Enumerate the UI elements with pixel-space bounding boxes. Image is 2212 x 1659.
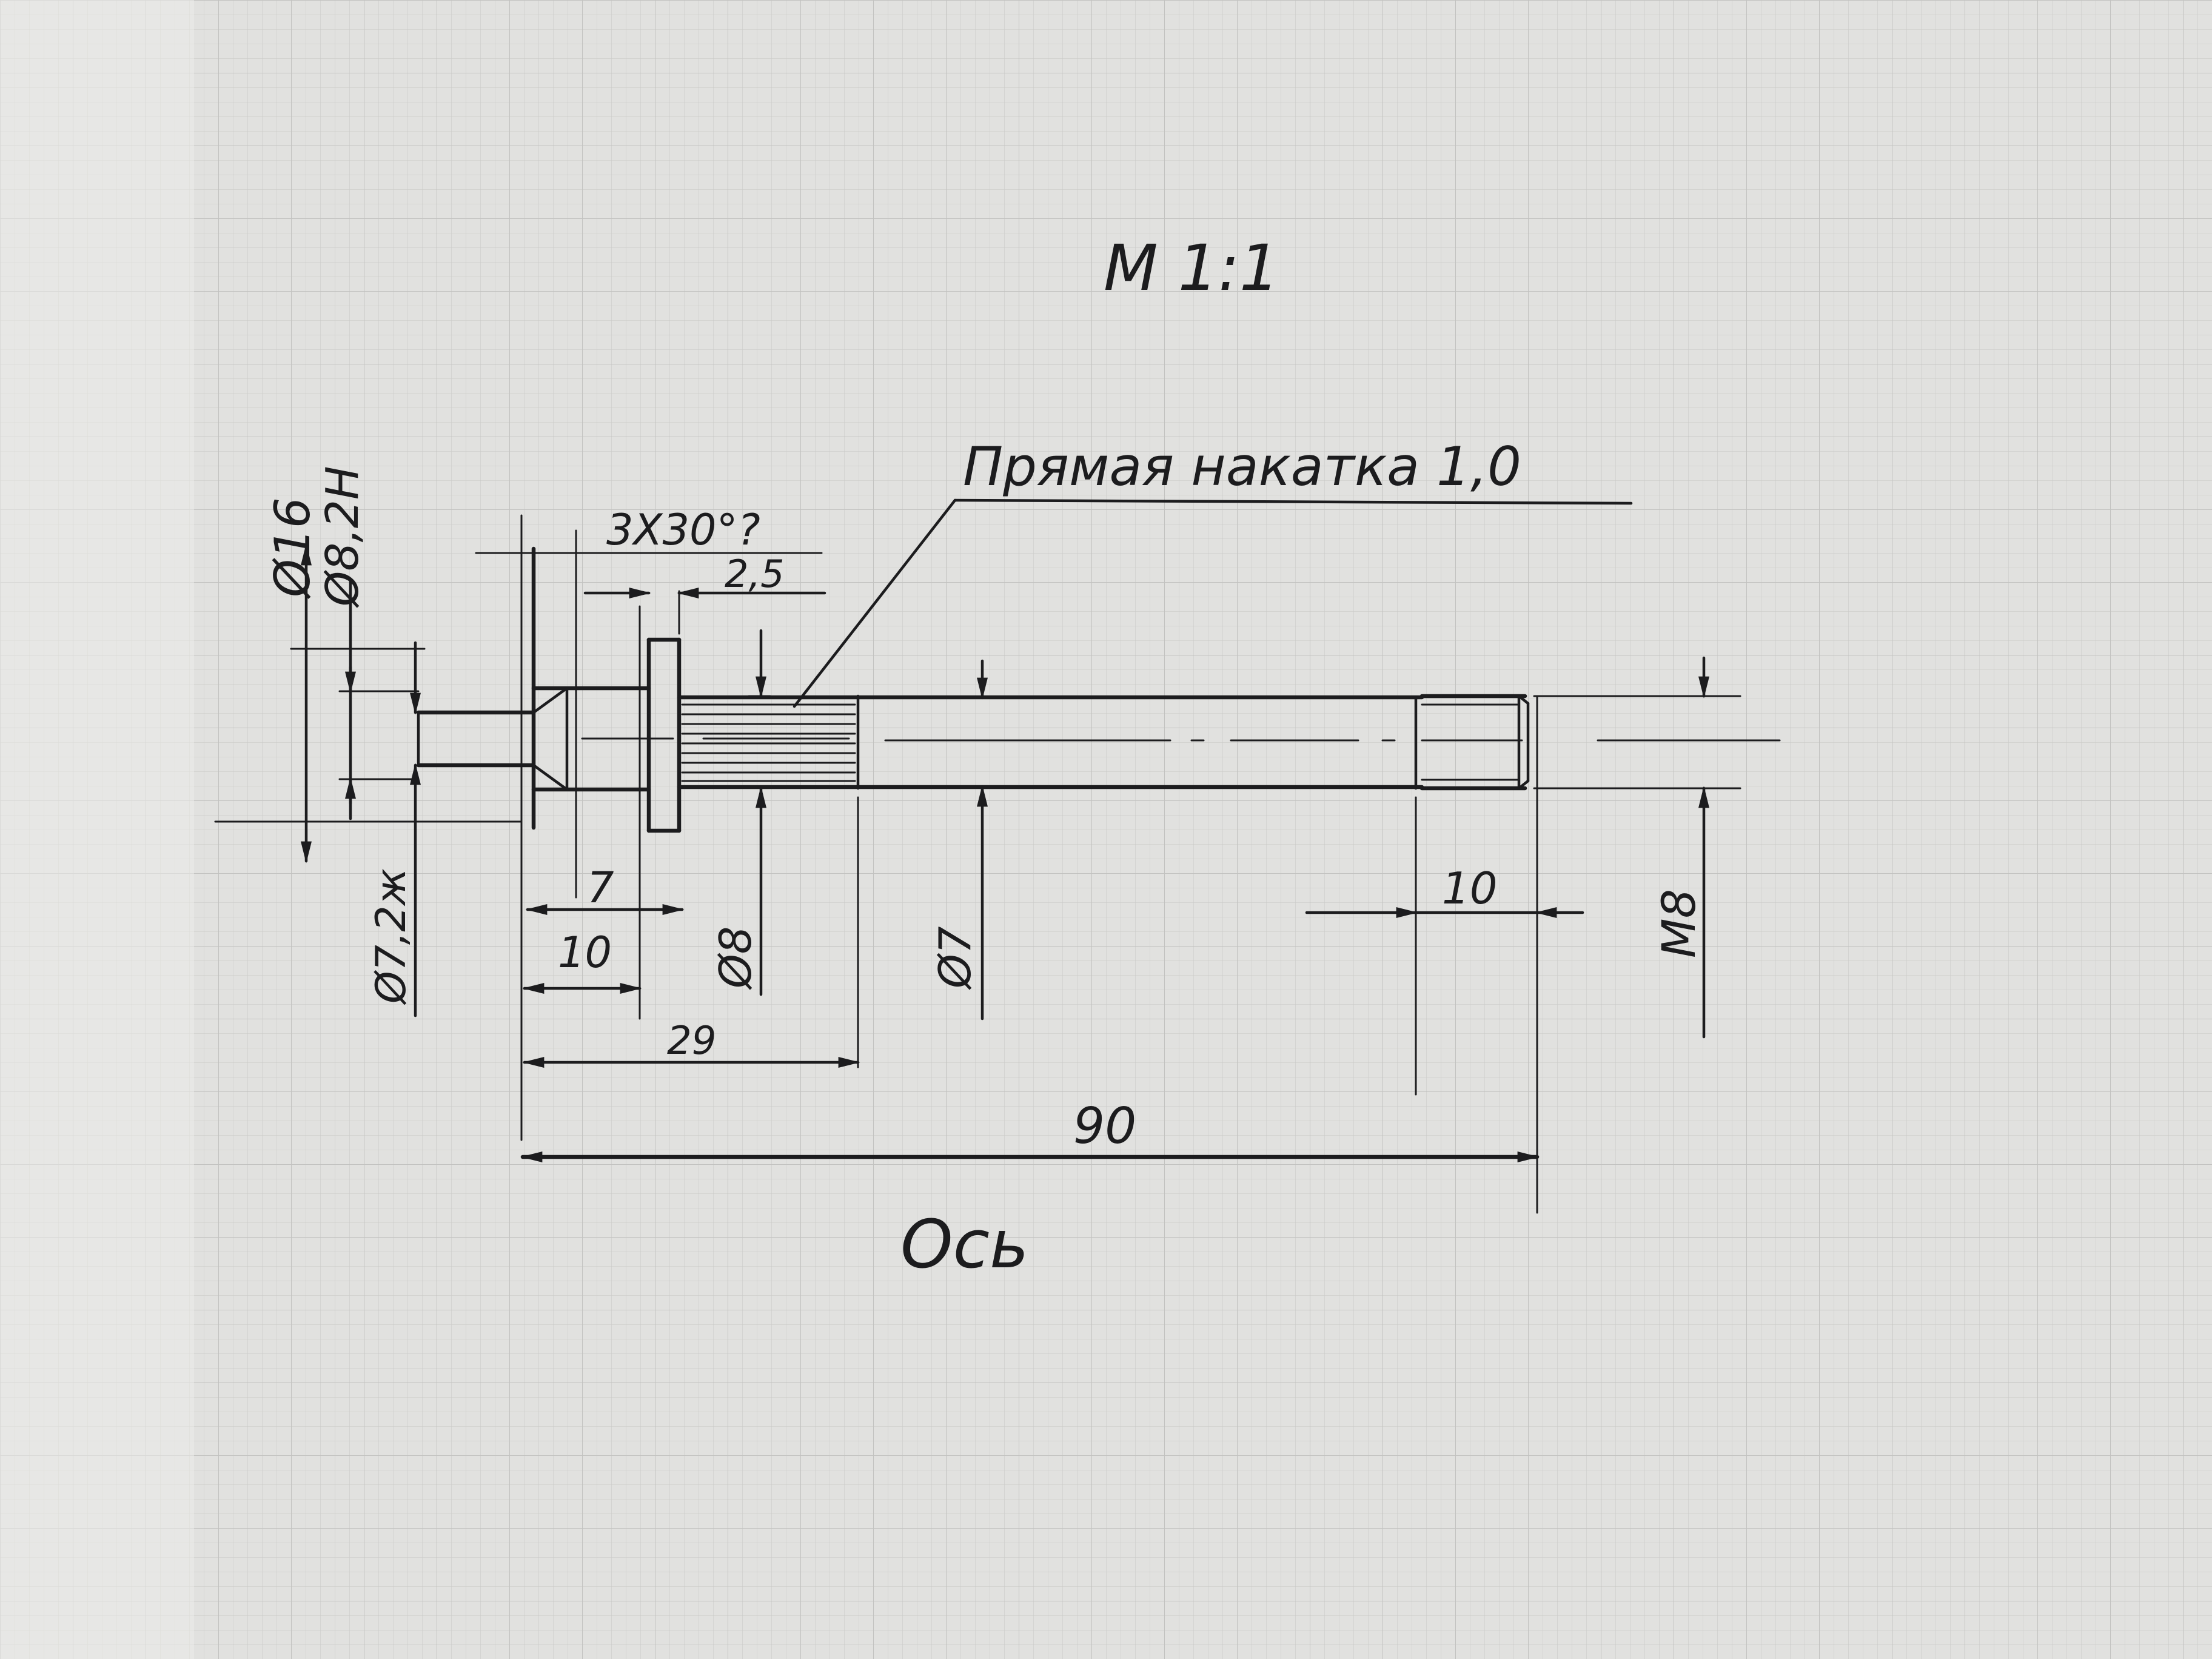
dim-d7-label: Ø7 xyxy=(930,926,980,990)
dim-90-label: 90 xyxy=(1073,1098,1136,1155)
dim-10-left-label: 10 xyxy=(558,928,612,977)
knurl-callout: Прямая накатка 1,0 xyxy=(963,435,1521,498)
dim-10-right-label: 10 xyxy=(1442,863,1498,914)
dimension-lines xyxy=(301,543,1709,1162)
dim-m8-label: М8 xyxy=(1652,889,1706,958)
dim-d16-label: Ø16 xyxy=(264,497,321,599)
dim-29-label: 29 xyxy=(667,1019,716,1064)
dim-7-label: 7 xyxy=(587,863,614,913)
dim-d7-2-label: Ø7,2ж xyxy=(367,868,415,1005)
scale-label: М 1:1 xyxy=(1104,231,1279,305)
chamfer-callout: 3Х30°? xyxy=(606,505,760,555)
dim-2-5-label: 2,5 xyxy=(725,552,785,596)
paper-margin xyxy=(0,0,194,1659)
centerline xyxy=(581,737,1781,742)
knurl-leader xyxy=(793,498,1633,708)
knurl-hatching xyxy=(681,703,856,782)
dim-d8-label: Ø8 xyxy=(710,927,761,990)
part-title: Ось xyxy=(900,1205,1029,1283)
extension-lines xyxy=(214,514,1741,1214)
dim-d8-2h-label: Ø8,2Н xyxy=(317,466,369,608)
